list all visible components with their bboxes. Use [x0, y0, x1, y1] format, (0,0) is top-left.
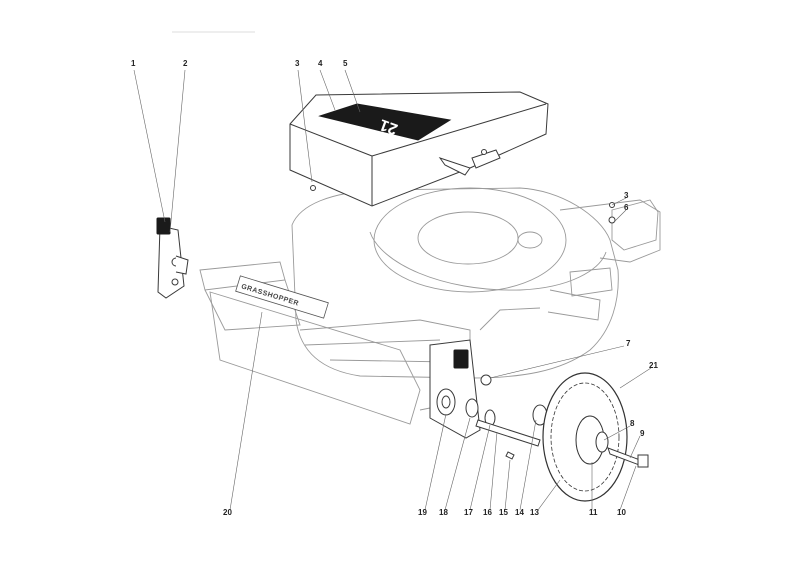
callout-8: 8 — [630, 419, 635, 428]
mower-deck — [199, 187, 661, 425]
callout-3a: 3 — [295, 59, 300, 68]
wheel-axle — [436, 388, 548, 460]
callout-5: 5 — [343, 59, 348, 68]
left-height-bracket — [156, 217, 189, 299]
leader-lines — [133, 69, 652, 511]
callout-17: 17 — [464, 508, 473, 517]
callout-7: 7 — [626, 339, 631, 348]
callout-2: 2 — [183, 59, 188, 68]
callout-16: 16 — [483, 508, 492, 517]
callout-20: 20 — [223, 508, 232, 517]
brand-plate — [235, 275, 329, 319]
callout-18: 18 — [439, 508, 448, 517]
callout-3b: 3 — [624, 191, 629, 200]
number-decal — [318, 103, 452, 141]
callout-13: 13 — [530, 508, 539, 517]
callout-11: 11 — [589, 508, 598, 517]
rear-wheel — [542, 372, 649, 502]
callout-4: 4 — [318, 59, 323, 68]
callout-10: 10 — [617, 508, 626, 517]
callout-6: 6 — [624, 203, 629, 212]
callout-15: 15 — [499, 508, 508, 517]
callout-19: 19 — [418, 508, 427, 517]
callout-21: 21 — [649, 361, 658, 370]
callout-1: 1 — [131, 59, 136, 68]
callout-14: 14 — [515, 508, 524, 517]
callout-9: 9 — [640, 429, 645, 438]
top-cover — [289, 91, 549, 207]
